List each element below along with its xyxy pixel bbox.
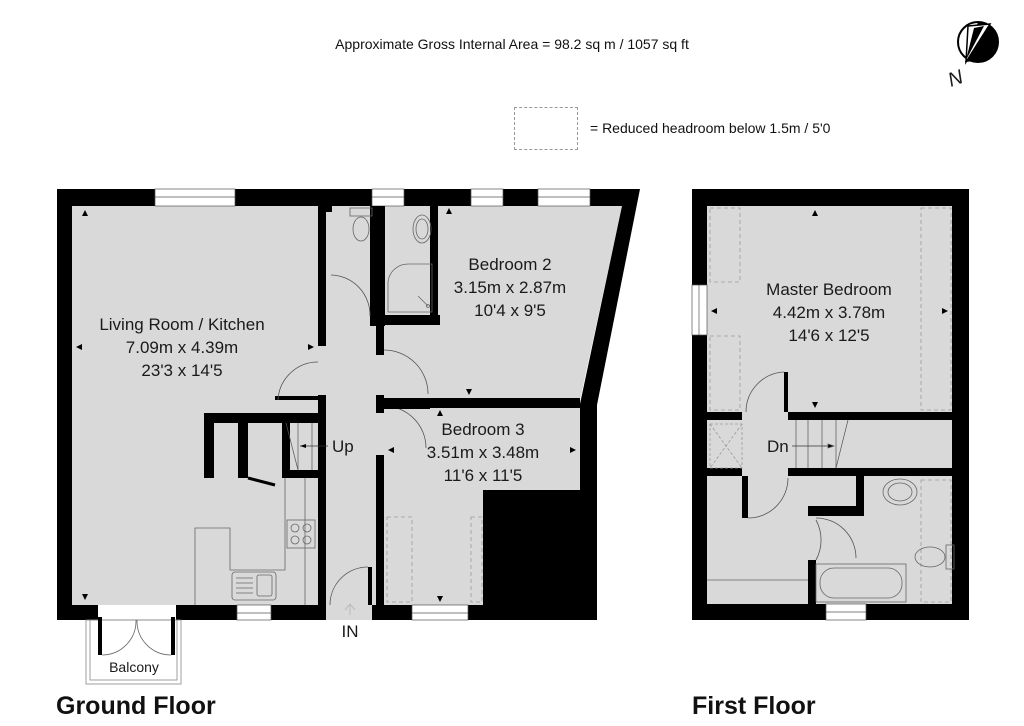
sink-icon <box>231 571 277 601</box>
wc-icon <box>914 544 955 570</box>
window <box>154 188 591 621</box>
room-name: Master Bedroom <box>766 280 892 299</box>
room-imperial-size: 10'4 x 9'5 <box>474 301 546 320</box>
north-compass-icon <box>957 21 999 65</box>
wc-icon <box>349 207 373 242</box>
entrance-arrow-icon <box>344 603 356 615</box>
basin-icon <box>412 214 432 244</box>
room-metric-size: 4.42m x 3.78m <box>773 303 885 322</box>
gross-internal-area-title: Approximate Gross Internal Area = 98.2 s… <box>335 36 689 52</box>
reduced-headroom-legend-text: = Reduced headroom below 1.5m / 5'0 <box>590 120 831 136</box>
first-floor-plan: Master Bedroom 4.42m x 3.78m 14'6 x 12'5… <box>691 189 969 621</box>
balcony <box>85 617 182 685</box>
room-metric-size: 7.09m x 4.39m <box>126 338 238 357</box>
room-imperial-size: 11'6 x 11'5 <box>444 466 523 485</box>
dimension-arrows <box>711 210 948 408</box>
basin-icon <box>882 478 918 506</box>
kitchen-units <box>194 478 306 605</box>
ground-floor-label: Ground Floor <box>56 692 216 720</box>
compass-north-label: N <box>945 66 967 92</box>
reduced-headroom-zone <box>386 516 483 603</box>
room-metric-size: 3.15m x 2.87m <box>454 278 566 297</box>
room-name: Bedroom 2 <box>468 255 551 274</box>
first-floor-label: First Floor <box>692 692 816 720</box>
first-floor-stairs <box>792 419 849 469</box>
reduced-headroom-zone <box>709 207 952 603</box>
stairs-down-label: Dn <box>767 437 789 456</box>
room-imperial-size: 14'6 x 12'5 <box>788 326 869 345</box>
shower-icon <box>387 263 433 313</box>
dimension-arrows <box>76 208 576 602</box>
ground-floor-stairs <box>285 422 328 471</box>
entrance-label: IN <box>342 622 359 641</box>
ground-floor-plan: Living Room / Kitchen 7.09m x 4.39m 23'3… <box>57 188 640 685</box>
storage-cupboard <box>709 423 743 469</box>
reduced-headroom-legend-swatch <box>514 107 578 150</box>
bathtub-icon <box>815 563 907 603</box>
room-imperial-size: 23'3 x 14'5 <box>141 361 222 380</box>
balcony-label: Balcony <box>109 659 159 675</box>
room-metric-size: 3.51m x 3.48m <box>427 443 539 462</box>
room-name: Bedroom 3 <box>441 420 524 439</box>
room-name: Living Room / Kitchen <box>99 315 264 334</box>
hob-icon <box>286 519 316 549</box>
stairs-up-label: Up <box>332 437 354 456</box>
